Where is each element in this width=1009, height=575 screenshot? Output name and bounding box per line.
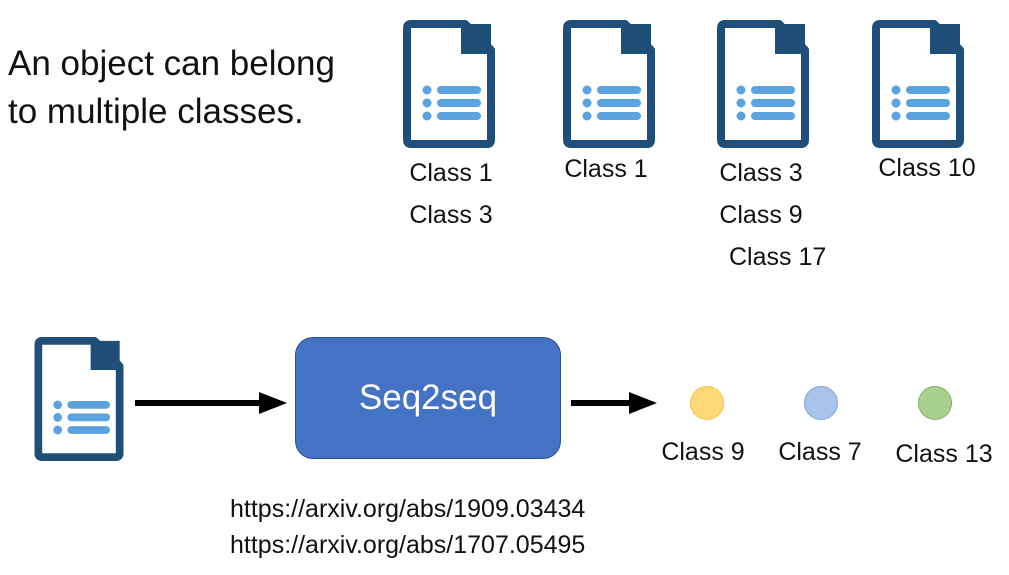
arrow-right-icon <box>135 392 287 414</box>
output-circle-class-7 <box>804 386 838 420</box>
output-label: Class 9 <box>661 438 745 466</box>
references: https://arxiv.org/abs/1909.03434 https:/… <box>230 491 585 563</box>
class-label: Class 3 <box>719 159 803 187</box>
reference-link[interactable]: https://arxiv.org/abs/1909.03434 <box>230 495 586 523</box>
title: An object can belong to multiple classes… <box>8 40 335 136</box>
title-line-1: An object can belong <box>8 44 335 83</box>
model-label: Seq2seq <box>358 378 498 417</box>
class-label: Class 1 <box>409 159 493 187</box>
document-list-icon <box>403 20 495 148</box>
output-label: Class 13 <box>895 440 993 468</box>
example-3-labels: Class 3 Class 9 Class 17 <box>711 152 827 278</box>
input-document-icon <box>34 337 124 461</box>
document-list-icon <box>717 20 809 148</box>
example-2-labels: Class 1 <box>556 148 656 190</box>
class-label: Class 17 <box>729 243 827 271</box>
output-label: Class 7 <box>778 438 862 466</box>
class-label: Class 3 <box>409 201 493 229</box>
seq2seq-model-box: Seq2seq <box>295 337 561 459</box>
document-list-icon <box>872 20 964 148</box>
arrow-right-icon <box>571 392 657 414</box>
class-label: Class 9 <box>719 201 803 229</box>
reference-link[interactable]: https://arxiv.org/abs/1707.05495 <box>230 531 586 559</box>
output-circle-class-9 <box>690 386 724 420</box>
title-line-2: to multiple classes. <box>8 92 304 131</box>
example-4-labels: Class 10 <box>872 147 982 189</box>
document-list-icon <box>563 20 655 148</box>
output-circle-class-13 <box>918 386 952 420</box>
class-label: Class 10 <box>878 154 976 182</box>
example-1-labels: Class 1 Class 3 <box>401 152 501 236</box>
class-label: Class 1 <box>564 155 648 183</box>
